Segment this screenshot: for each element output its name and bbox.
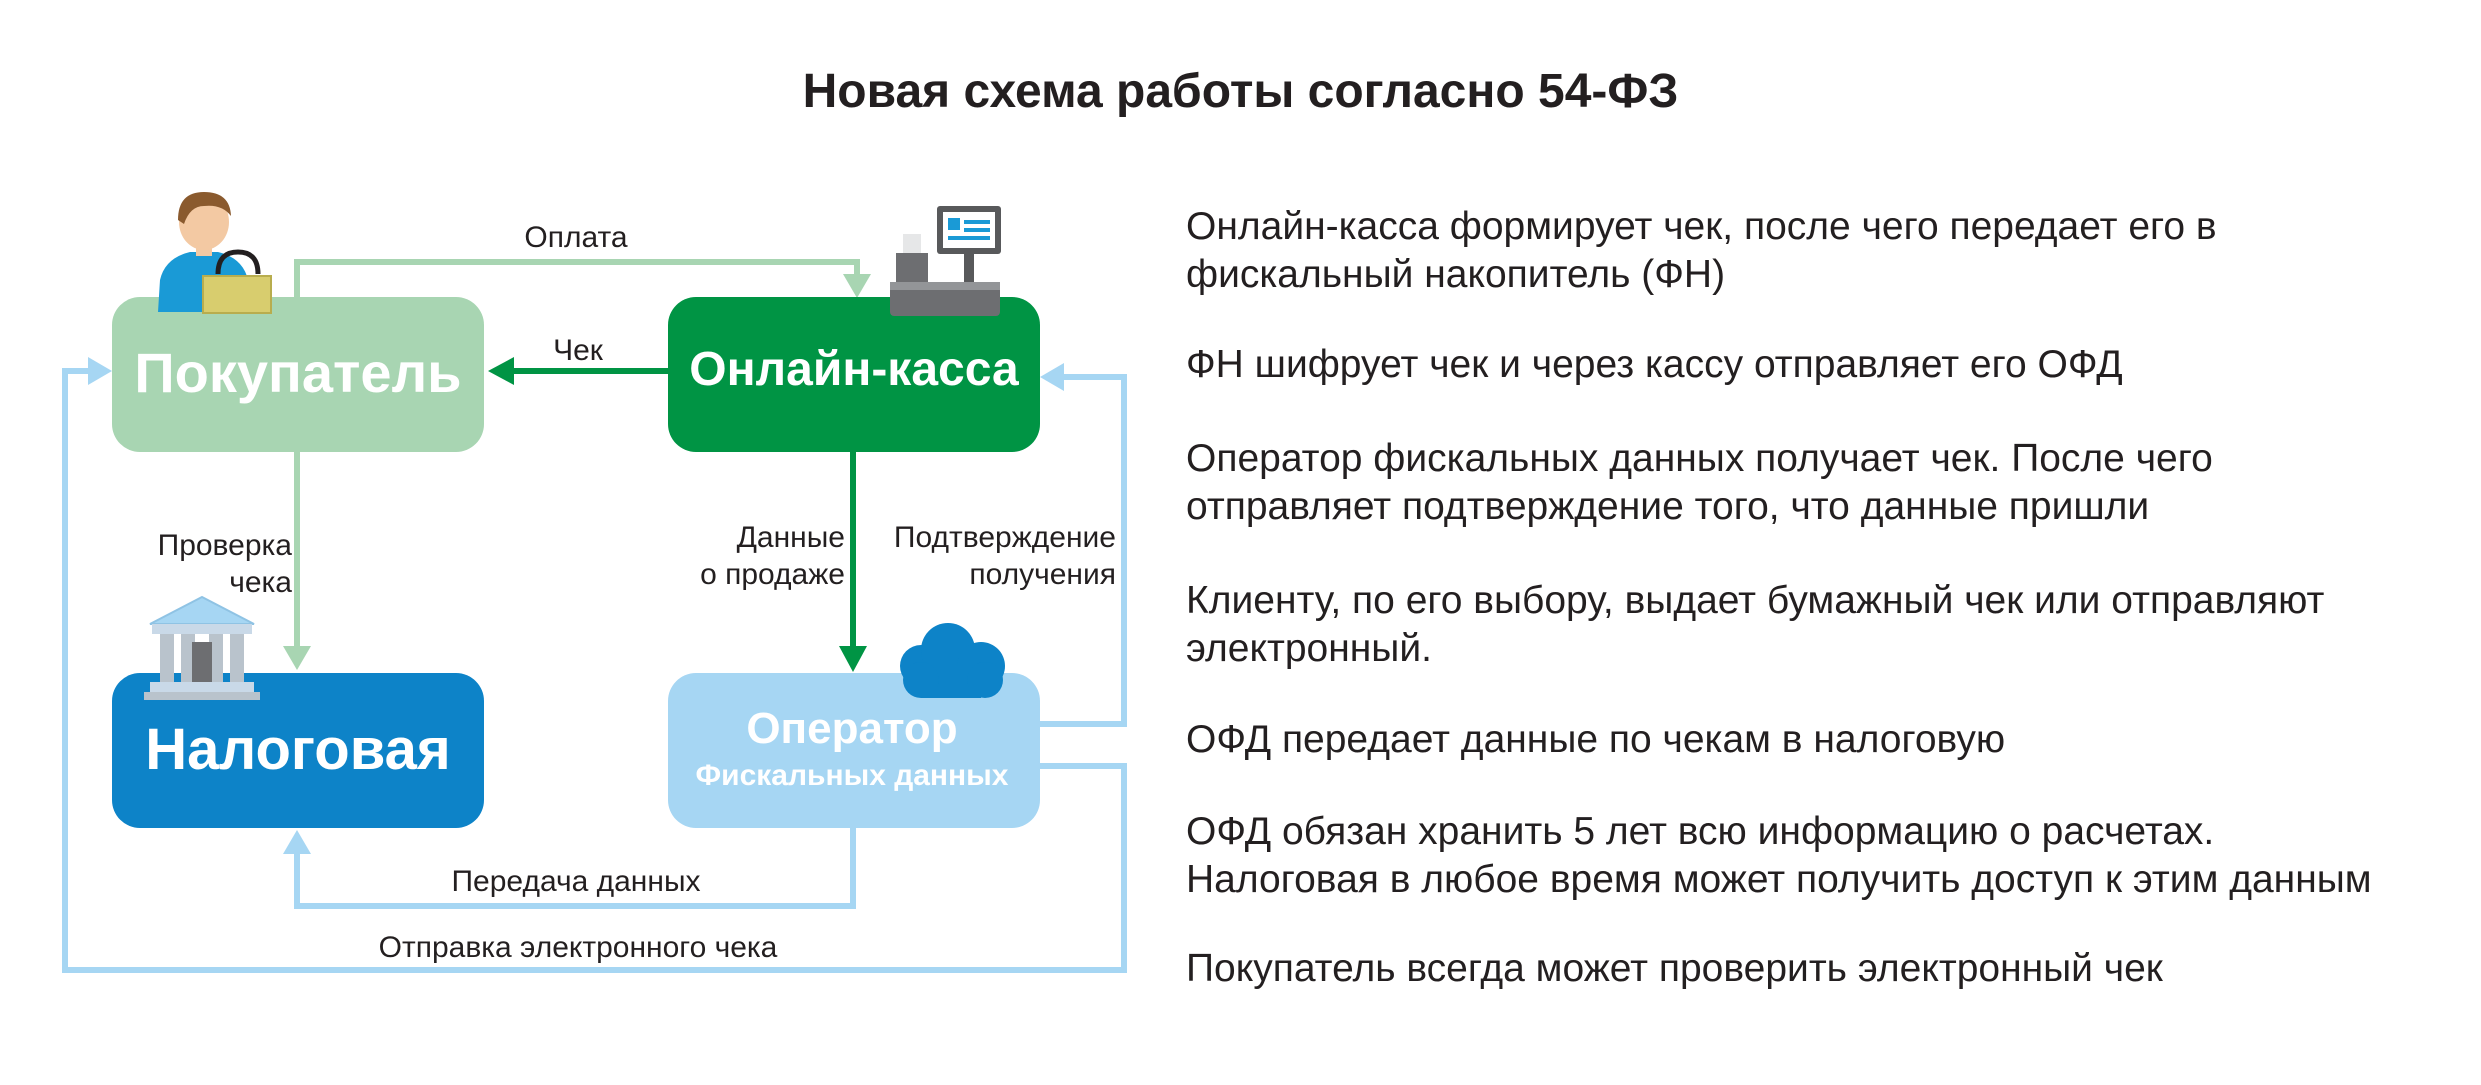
- confirm-arrow-line: [1040, 374, 1127, 727]
- buyer-box: [112, 297, 484, 452]
- note-6: ОФД обязан хранить 5 лет всю информацию …: [1186, 810, 2372, 901]
- register-box-label: Онлайн-касса: [689, 343, 1019, 396]
- transfer-label: Передача данных: [451, 865, 700, 898]
- page-title: Новая схема работы согласно 54-ФЗ: [802, 65, 1679, 118]
- ofd-box-label-line2: Фискальных данных: [696, 759, 1009, 792]
- send-electronic-arrowhead: [88, 357, 112, 385]
- note-7: Покупатель всегда может проверить электр…: [1186, 947, 2163, 990]
- payment-arrowhead: [843, 274, 871, 298]
- payment-label: Оплата: [524, 221, 628, 254]
- note-5: ОФД передает данные по чекам в налоговую: [1186, 718, 2006, 761]
- shopping-bag-icon: [202, 249, 272, 314]
- cloud-icon: [900, 623, 1005, 698]
- note-4: Клиенту, по его выбору, выдает бумажный …: [1186, 579, 2325, 670]
- confirm-label-line2: получения: [969, 558, 1116, 591]
- tax-box-label: Налоговая: [145, 717, 450, 782]
- note-1: Онлайн-касса формирует чек, после чего п…: [1186, 205, 2217, 296]
- ofd-box: [668, 673, 1040, 828]
- sale-data-arrowhead: [839, 646, 867, 672]
- note-3: Оператор фискальных данных получает чек.…: [1186, 437, 2213, 528]
- sale-data-label-line1: Данные: [737, 521, 845, 554]
- confirm-arrowhead: [1040, 363, 1064, 391]
- receipt-arrowhead: [488, 357, 514, 385]
- send-electronic-label: Отправка электронного чека: [379, 931, 778, 964]
- check-arrowhead: [283, 646, 311, 670]
- note-2: ФН шифрует чек и через кассу отправляет …: [1186, 343, 2123, 386]
- check-label-line2: чека: [229, 566, 292, 599]
- receipt-label: Чек: [553, 334, 604, 367]
- cash-register-icon: [890, 206, 1001, 316]
- register-box: [668, 297, 1040, 452]
- ofd-box-label-line1: Оператор: [746, 704, 957, 753]
- payment-arrow-line: [294, 259, 860, 298]
- sale-data-label-line2: о продаже: [700, 558, 845, 591]
- bank-building-icon: [144, 595, 260, 700]
- transfer-arrowhead: [283, 830, 311, 854]
- check-label-line1: Проверка: [158, 529, 293, 562]
- confirm-label-line1: Подтверждение: [894, 521, 1116, 554]
- flow-diagram: Покупатель Онлайн-касса Налоговая Операт…: [62, 192, 1127, 973]
- transfer-arrow-line: [294, 828, 856, 909]
- buyer-box-label: Покупатель: [134, 341, 461, 404]
- tax-box: [112, 673, 484, 828]
- send-electronic-arrow-line: [62, 368, 1127, 973]
